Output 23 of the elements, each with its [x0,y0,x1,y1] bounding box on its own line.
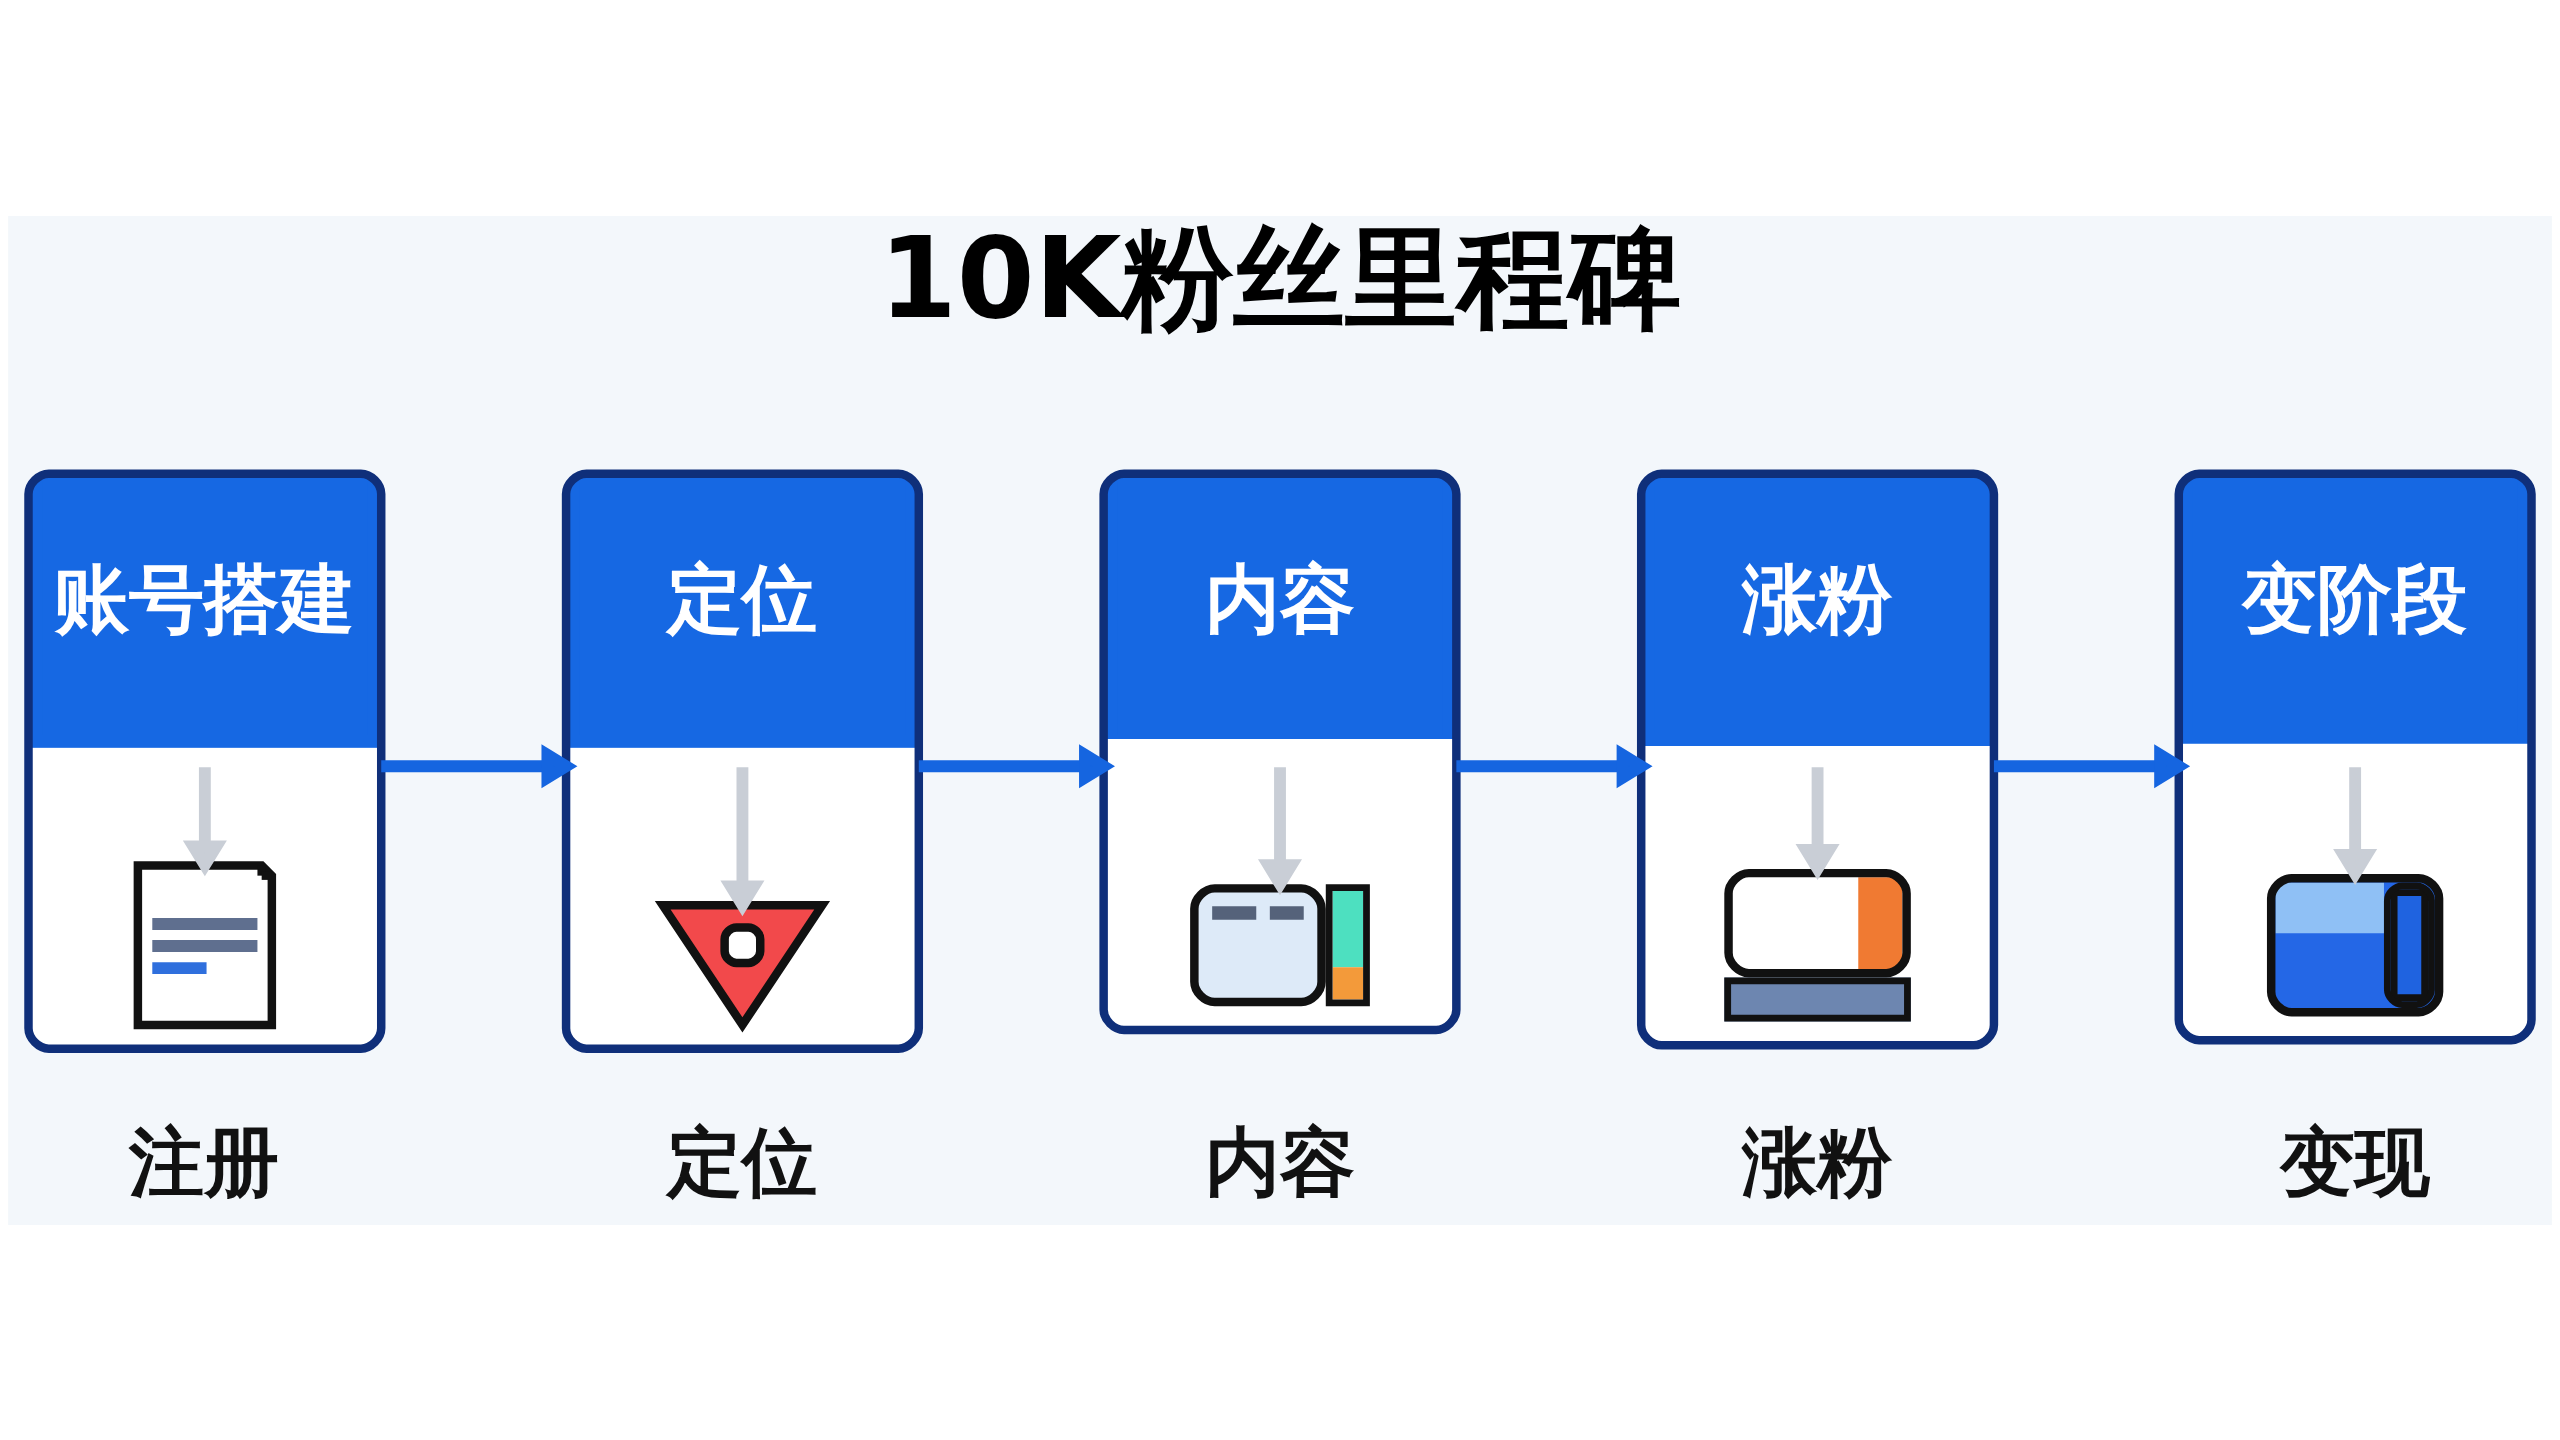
cluster: 定位 [561,469,924,1053]
arrow [720,766,765,916]
node-picture [2266,873,2444,1016]
arrow [182,766,227,876]
cluster: 账号搭建 [24,469,386,1053]
node-picture [654,900,831,1033]
cluster: 内容 [1099,469,1461,1034]
arrow [918,743,1115,788]
arrow [1795,766,1840,880]
node-picture [133,860,277,1029]
arrow [1456,743,1653,788]
node-label: 涨粉 [1742,1118,1893,1206]
cluster: 涨粉 [1636,469,1999,1049]
node-label: 注册 [129,1118,280,1206]
node-label: 变现 [2279,1118,2430,1206]
node-label: 内容 [1204,1118,1355,1206]
arrow [2333,766,2378,885]
arrow [1993,743,2191,788]
cluster: 变阶段 [2174,469,2536,1044]
arrow [381,743,578,788]
node-label: 定位 [666,1118,817,1206]
arrow [1257,766,1303,895]
diagram-title: 10K粉丝里程碑 [878,212,1682,343]
